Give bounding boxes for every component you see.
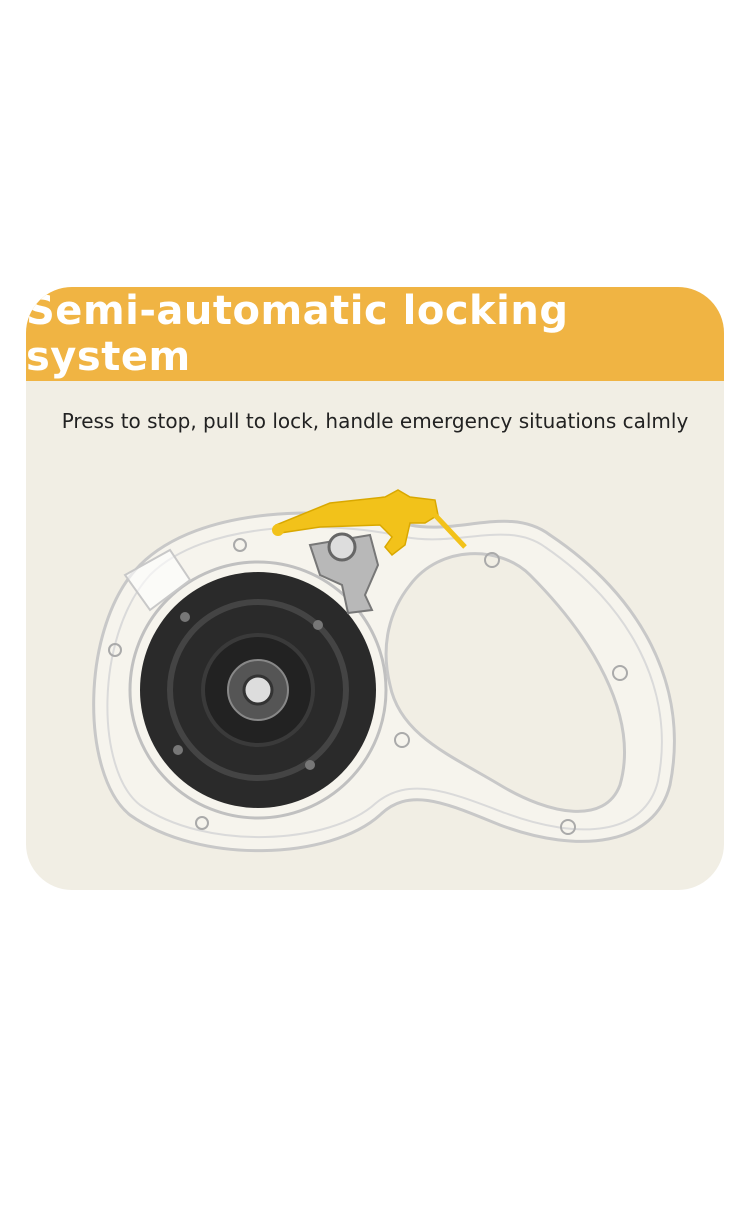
feature-subtitle: Press to stop, pull to lock, handle emer… <box>61 409 689 433</box>
retractable-leash-icon <box>92 489 676 853</box>
lock-button <box>274 489 439 557</box>
feature-card: Semi-automatic locking system Press to s… <box>26 287 724 890</box>
feature-header: Semi-automatic locking system <box>26 287 724 381</box>
feature-title: Semi-automatic locking system <box>26 288 569 380</box>
handle-opening <box>384 552 626 813</box>
lock-mechanism <box>308 533 380 615</box>
